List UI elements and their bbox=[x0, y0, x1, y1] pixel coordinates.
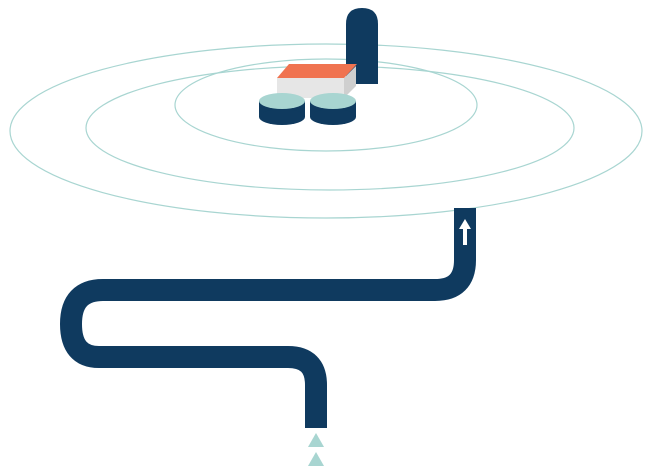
building-roof bbox=[277, 64, 357, 78]
tank-bottom-left bbox=[259, 109, 305, 125]
facility-building bbox=[277, 64, 357, 98]
tank-top-left bbox=[259, 93, 305, 109]
tank-bottom-right bbox=[310, 109, 356, 125]
entry-arrow-icon bbox=[308, 433, 324, 466]
tank-top-right bbox=[310, 93, 356, 109]
flow-pipe bbox=[71, 208, 465, 428]
